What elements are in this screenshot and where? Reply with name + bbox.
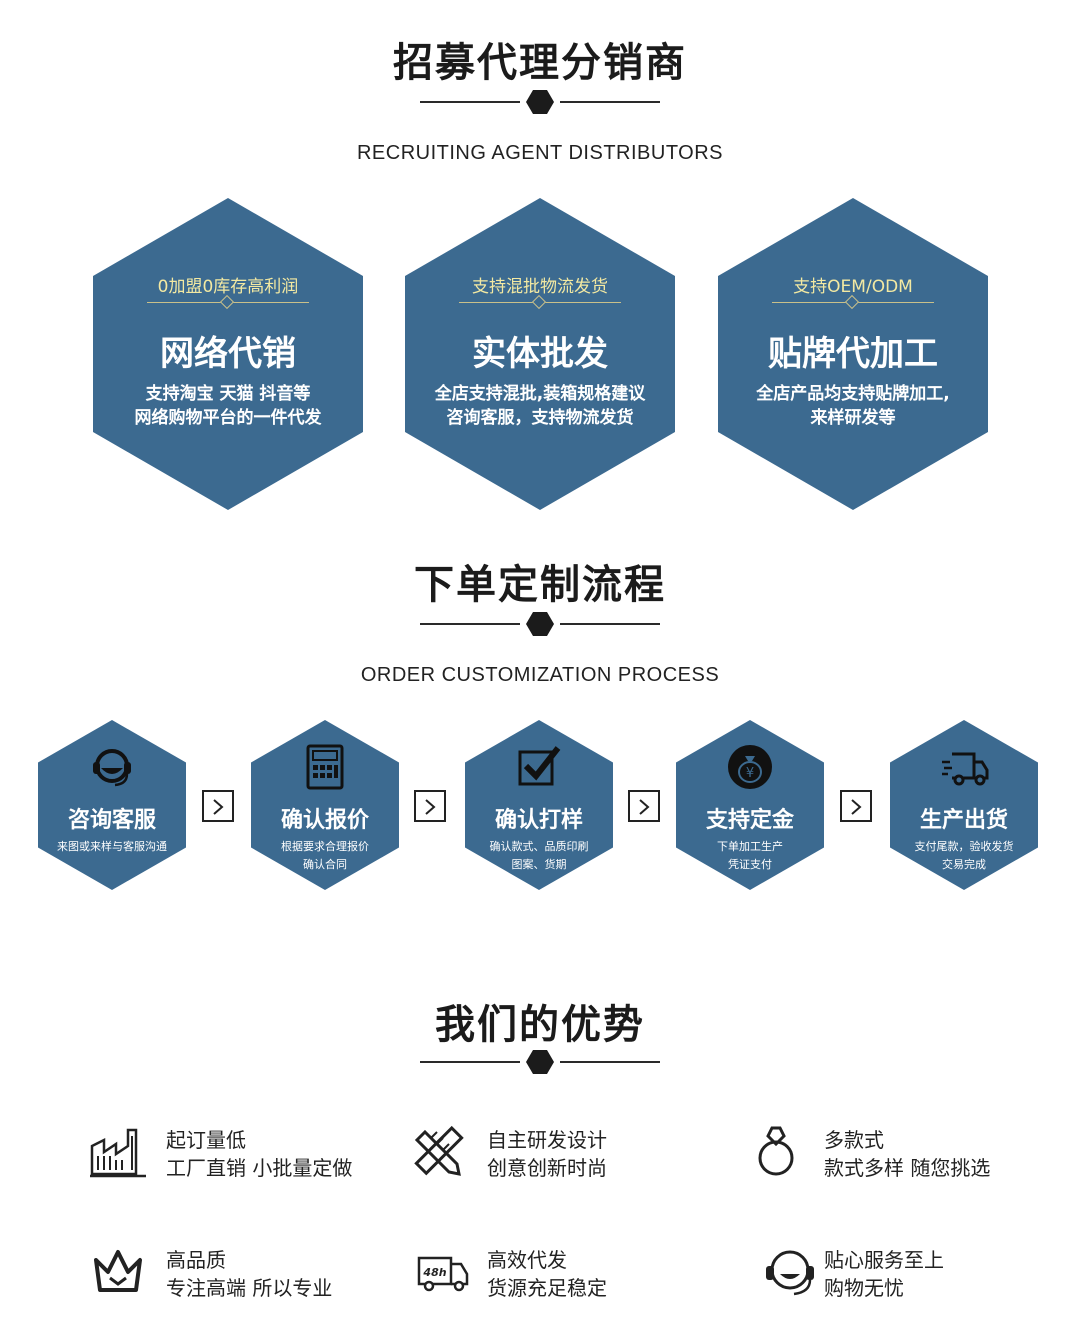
chevron-right-icon <box>840 790 872 822</box>
step-description: 下单加工生产凭证支付 <box>717 840 783 871</box>
advantage-description: 创意创新时尚 <box>487 1156 607 1180</box>
card-tag: 0加盟0库存高利润 <box>157 277 299 297</box>
chevron-right-icon <box>414 790 446 822</box>
step-description: 支付尾款，验收发货交易完成 <box>914 840 1014 871</box>
money-bag-icon: ¥ <box>728 745 772 789</box>
advantage-heading: 高品质 <box>166 1248 226 1272</box>
recruit-subtitle: RECRUITING AGENT DISTRIBUTORS <box>356 142 724 164</box>
card-description: 全店支持混批,装箱规格建议咨询客服，支持物流发货 <box>434 384 646 428</box>
card-tag: 支持混批物流发货 <box>472 277 608 297</box>
calculator-icon <box>306 744 344 790</box>
headset-icon <box>93 749 131 787</box>
recruit-divider <box>420 90 660 114</box>
chevron-right-icon <box>202 790 234 822</box>
step-heading: 确认报价 <box>280 808 369 833</box>
step-heading: 确认打样 <box>494 808 583 833</box>
advantage-low-moq: 起订量低 工厂直销 小批量定做 <box>90 1122 410 1182</box>
advantage-variety: 多款式 款式多样 随您挑选 <box>748 1122 1068 1182</box>
advantage-heading: 贴心服务至上 <box>824 1248 944 1272</box>
card-heading: 实体批发 <box>472 334 608 374</box>
checkbox-icon <box>518 746 561 786</box>
advantage-description: 购物无忧 <box>824 1276 904 1300</box>
advantage-service: 贴心服务至上 购物无忧 <box>758 1242 1078 1302</box>
advantage-description: 专注高端 所以专业 <box>166 1276 333 1300</box>
step-description: 来图或来样与客服沟通 <box>57 840 167 853</box>
card-description: 全店产品均支持贴牌加工,来样研发等 <box>756 384 950 428</box>
48h-truck-icon: 48h <box>417 1256 469 1292</box>
factory-icon <box>90 1128 146 1178</box>
process-step-consult: 咨询客服 来图或来样与客服沟通 <box>38 720 186 890</box>
design-tools-icon <box>414 1125 464 1176</box>
process-step-sample: 确认打样 确认款式、品质印刷图案、货期 <box>465 720 613 890</box>
chevron-right-icon <box>628 790 660 822</box>
card-heading: 贴牌代加工 <box>768 334 938 374</box>
customer-service-icon <box>766 1250 814 1296</box>
recruit-title: 招募代理分销商 <box>393 40 687 86</box>
process-step-quote: 确认报价 根据要求合理报价确认合同 <box>251 720 399 890</box>
svg-text:¥: ¥ <box>746 766 754 781</box>
process-title: 下单定制流程 <box>414 562 666 608</box>
advantage-design: 自主研发设计 创意创新时尚 <box>411 1122 731 1182</box>
crown-icon <box>94 1250 142 1292</box>
card-heading: 网络代销 <box>160 334 296 374</box>
card-tag: 支持OEM/ODM <box>793 277 913 297</box>
advantages-divider <box>420 1050 660 1074</box>
card-description: 支持淘宝 天猫 抖音等网络购物平台的一件代发 <box>134 384 322 428</box>
advantage-dropship: 48h 高效代发 货源充足稳定 <box>411 1242 731 1302</box>
advantage-heading: 自主研发设计 <box>487 1128 607 1152</box>
advantage-description: 工厂直销 小批量定做 <box>166 1156 353 1180</box>
step-heading: 咨询客服 <box>67 808 156 833</box>
process-divider <box>420 612 660 636</box>
step-description: 根据要求合理报价确认合同 <box>281 840 369 871</box>
card-wholesale: 支持混批物流发货 实体批发 全店支持混批,装箱规格建议咨询客服，支持物流发货 <box>405 198 675 510</box>
process-step-shipping: 生产出货 支付尾款，验收发货交易完成 <box>890 720 1038 890</box>
advantage-heading: 起订量低 <box>166 1128 246 1152</box>
step-description: 确认款式、品质印刷图案、货期 <box>489 840 589 871</box>
ring-icon <box>758 1126 794 1176</box>
advantage-heading: 高效代发 <box>487 1248 567 1272</box>
svg-text:48h: 48h <box>422 1266 446 1279</box>
process-subtitle: ORDER CUSTOMIZATION PROCESS <box>360 664 720 686</box>
advantage-description: 货源充足稳定 <box>487 1276 607 1300</box>
step-heading: 生产出货 <box>919 808 1008 833</box>
process-step-deposit: ¥ 支持定金 下单加工生产凭证支付 <box>676 720 824 890</box>
advantage-description: 款式多样 随您挑选 <box>824 1156 991 1180</box>
card-online-consignment: 0加盟0库存高利润 网络代销 支持淘宝 天猫 抖音等网络购物平台的一件代发 <box>93 198 363 510</box>
advantage-quality: 高品质 专注高端 所以专业 <box>90 1242 410 1302</box>
delivery-truck-icon <box>942 752 989 786</box>
advantages-title: 我们的优势 <box>435 1002 645 1048</box>
card-oem: 支持OEM/ODM 贴牌代加工 全店产品均支持贴牌加工,来样研发等 <box>718 198 988 510</box>
advantage-heading: 多款式 <box>824 1128 884 1152</box>
step-heading: 支持定金 <box>705 808 794 833</box>
